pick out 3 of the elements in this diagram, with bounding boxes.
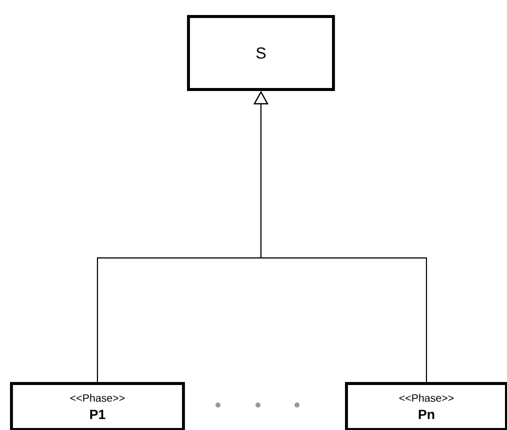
- class-box: <<Phase>> P1: [10, 382, 185, 430]
- class-box: S: [187, 15, 335, 91]
- class-box: <<Phase>> Pn: [345, 382, 507, 430]
